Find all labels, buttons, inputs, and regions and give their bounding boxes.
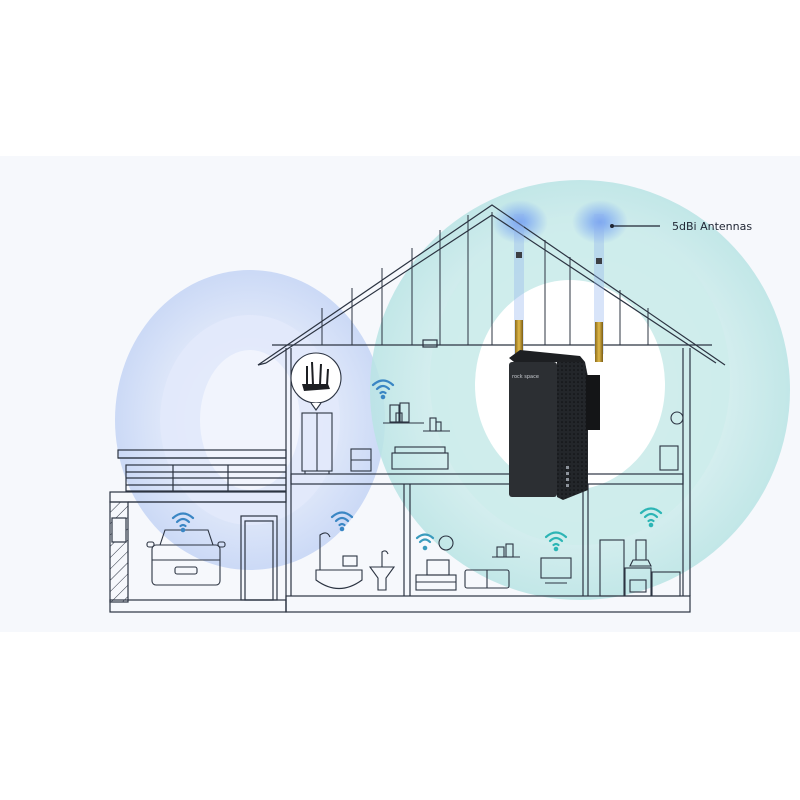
stove-icon [624, 567, 652, 597]
bathtub-icon [315, 532, 363, 590]
drawers-icon [659, 445, 679, 471]
wifi-icon [330, 511, 354, 532]
range-hood-icon [629, 539, 652, 567]
wifi-icon [639, 507, 663, 528]
shelf-icon [383, 402, 450, 432]
tv-stand-icon [415, 559, 457, 591]
range-extender-device: rock space [509, 214, 604, 500]
device-brand: rock space [512, 374, 539, 380]
kitchen-door-icon [599, 539, 625, 597]
car-icon [146, 529, 226, 586]
wifi-icon [544, 531, 568, 552]
tv-icon [540, 557, 572, 584]
sofa-icon [464, 569, 510, 589]
sink-icon [368, 550, 396, 591]
antenna-callout [610, 224, 660, 228]
antenna-callout-label: 5dBi Antennas [672, 220, 753, 233]
clock-icon [438, 535, 454, 551]
router-bubble [290, 352, 342, 411]
wardrobe-icon [301, 412, 333, 474]
cabinet-icon [651, 571, 681, 597]
status-leds [566, 466, 569, 487]
stool-icon [342, 555, 358, 567]
wall-clock-icon [670, 411, 684, 425]
bed-icon [391, 446, 449, 470]
house-scene: rock space [109, 180, 790, 613]
wifi-icon [371, 379, 395, 400]
wifi-icon [171, 512, 195, 533]
wall-shelf-icon [492, 543, 520, 558]
wifi-icon [415, 533, 435, 551]
house-outline [109, 204, 726, 613]
router-icon [302, 361, 330, 391]
illustration-panel: rock space [0, 156, 800, 632]
